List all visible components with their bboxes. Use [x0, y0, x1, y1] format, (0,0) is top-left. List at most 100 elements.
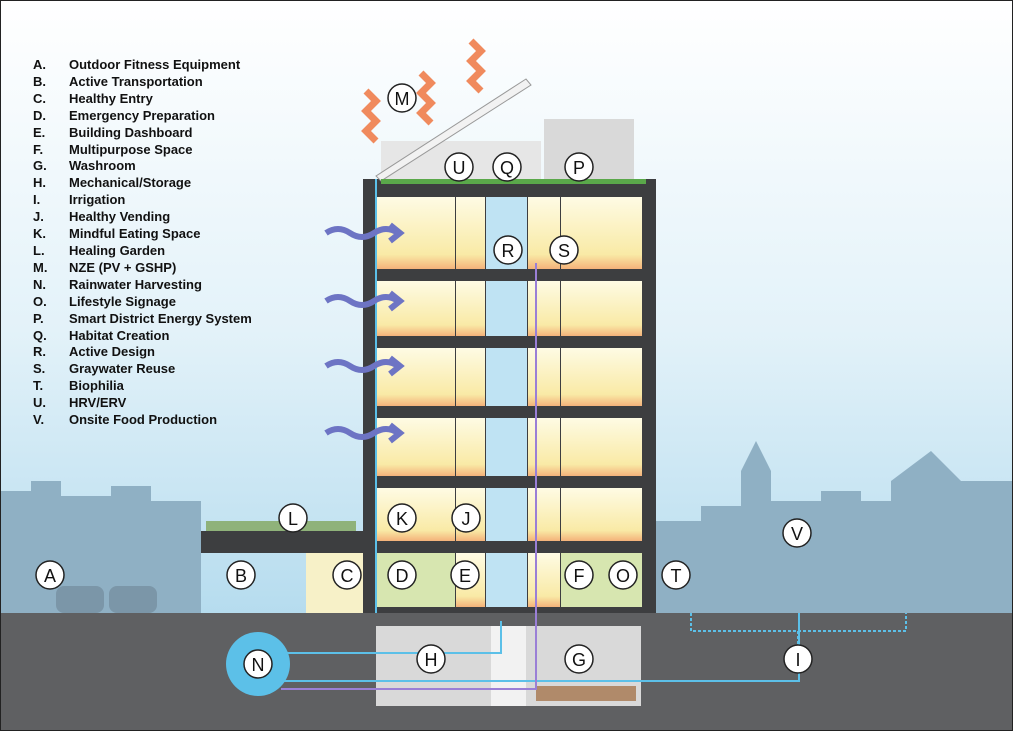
legend-item: B.Active Transportation — [33, 74, 252, 91]
legend-key: L. — [33, 242, 45, 258]
marker-p: P — [564, 152, 594, 182]
legend-item: G. Washroom — [33, 158, 252, 175]
marker-b: B — [226, 560, 256, 590]
marker-a: A — [35, 560, 65, 590]
legend-label: Mechanical/Storage — [69, 175, 192, 191]
room — [486, 553, 527, 607]
legend-key: S. — [33, 361, 46, 377]
marker-e: E — [450, 560, 480, 590]
marker-f: F — [564, 560, 594, 590]
room — [456, 348, 485, 406]
legend-key: J. — [33, 209, 44, 225]
legend-item: E.Building Dashboard — [33, 125, 252, 142]
legend-label: Lifestyle Signage — [69, 293, 176, 309]
legend-item: N. Rainwater Harvesting — [33, 277, 252, 294]
legend-key: V. — [33, 412, 45, 428]
svg-text:O: O — [616, 566, 630, 586]
legend-item: V. Onsite Food Production — [33, 412, 252, 429]
legend-label: Active Design — [69, 344, 155, 360]
wind-arrow — [324, 355, 405, 377]
svg-text:F: F — [574, 566, 585, 586]
legend-label: Washroom — [69, 158, 136, 174]
legend-key: H. — [33, 175, 46, 191]
marker-u: U — [444, 152, 474, 182]
legend-key: G. — [33, 158, 47, 174]
legend-key: D. — [33, 107, 46, 123]
marker-k: K — [387, 503, 417, 533]
legend-key: M. — [33, 259, 48, 275]
marker-c: C — [332, 560, 362, 590]
solar-arrows — [361, 38, 486, 144]
room — [528, 281, 560, 336]
legend-key: U. — [33, 395, 46, 411]
room — [456, 197, 485, 269]
legend-label: HRV/ERV — [69, 395, 127, 411]
legend-key: Q. — [33, 327, 47, 343]
room — [486, 281, 527, 336]
svg-text:A: A — [44, 566, 56, 586]
marker-o: O — [608, 560, 638, 590]
legend-label: Irrigation — [69, 192, 126, 208]
marker-i: I — [783, 644, 813, 674]
legend-label: Mindful Eating Space — [69, 226, 201, 242]
wind-arrow — [324, 422, 405, 444]
legend-label: Outdoor Fitness Equipment — [69, 57, 241, 72]
marker-m: M — [387, 83, 417, 113]
room — [561, 348, 642, 406]
room — [376, 197, 455, 269]
svg-text:D: D — [396, 566, 409, 586]
legend-label: Building Dashboard — [69, 124, 193, 140]
svg-text:J: J — [462, 509, 471, 529]
legend-key: N. — [33, 276, 46, 292]
legend-label: Habitat Creation — [69, 327, 170, 343]
cars — [56, 586, 157, 613]
room — [376, 348, 455, 406]
legend-item: S. Graywater Reuse — [33, 361, 252, 378]
svg-text:G: G — [572, 650, 586, 670]
legend-label: Emergency Preparation — [69, 107, 215, 123]
legend-item: Q. Habitat Creation — [33, 328, 252, 345]
legend-label: Graywater Reuse — [69, 361, 176, 377]
legend-key: P. — [33, 310, 44, 326]
room — [456, 418, 485, 476]
svg-text:E: E — [459, 566, 471, 586]
legend-key: K. — [33, 226, 46, 242]
legend-label: Healthy Entry — [69, 90, 153, 106]
legend-item: F. Multipurpose Space — [33, 142, 252, 159]
room — [486, 488, 527, 541]
legend-key: I. — [33, 192, 41, 208]
legend-label: Multipurpose Space — [69, 141, 193, 157]
svg-text:B: B — [235, 566, 247, 586]
marker-j: J — [451, 503, 481, 533]
svg-text:U: U — [453, 158, 466, 178]
svg-text:K: K — [396, 509, 408, 529]
legend-label: Onsite Food Production — [69, 412, 218, 428]
marker-r: R — [493, 235, 523, 265]
graywater-pipe — [281, 263, 537, 690]
svg-text:H: H — [425, 650, 438, 670]
legend-label: Healing Garden — [69, 242, 166, 258]
legend-item: C. Healthy Entry — [33, 91, 252, 108]
marker-n: N — [243, 649, 273, 679]
legend-key: C. — [33, 90, 46, 106]
svg-text:S: S — [558, 241, 570, 261]
legend-label: Rainwater Harvesting — [69, 276, 202, 292]
room — [486, 348, 527, 406]
marker-v: V — [782, 518, 812, 548]
legend-item: A.Outdoor Fitness Equipment — [33, 57, 252, 74]
svg-text:I: I — [795, 650, 800, 670]
ventilation-arrows — [324, 222, 405, 444]
legend-item: O.Lifestyle Signage — [33, 294, 252, 311]
svg-text:L: L — [288, 509, 298, 529]
legend-item: R.Active Design — [33, 344, 252, 361]
svg-text:P: P — [573, 158, 585, 178]
svg-text:N: N — [252, 655, 265, 675]
marker-g: G — [564, 644, 594, 674]
legend-label: Healthy Vending — [69, 209, 171, 225]
marker-t: T — [661, 560, 691, 590]
room — [486, 418, 527, 476]
legend-item: T.Biophilia — [33, 378, 252, 395]
room — [528, 488, 560, 541]
legend-key: F. — [33, 141, 44, 157]
